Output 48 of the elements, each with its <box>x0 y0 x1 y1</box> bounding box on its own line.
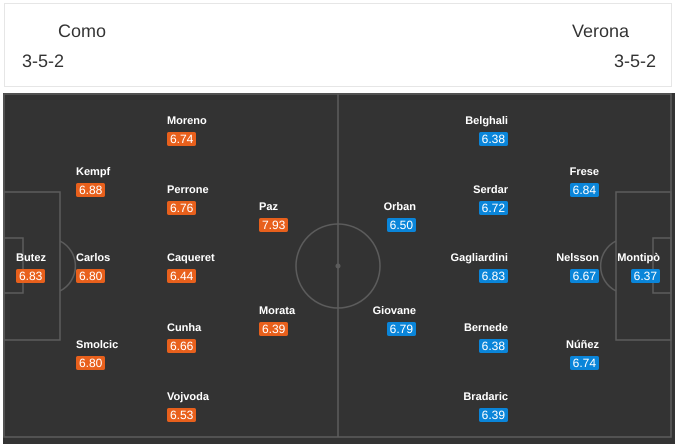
player-name: Frese <box>570 166 599 179</box>
player-rating: 6.66 <box>167 339 196 353</box>
player-rating: 6.67 <box>570 269 599 283</box>
player-rating: 6.74 <box>167 132 196 146</box>
player-rating: 6.50 <box>386 218 416 232</box>
player-name: Carlos <box>76 252 110 265</box>
player-rating: 7.93 <box>259 218 288 232</box>
player-rating: 6.83 <box>478 269 508 283</box>
player-rating: 6.72 <box>478 201 508 215</box>
player-rating: 6.80 <box>76 356 106 370</box>
player-rating: 6.76 <box>167 201 196 215</box>
player-rating: 6.88 <box>76 183 106 197</box>
player-name: Smolcic <box>76 339 118 352</box>
player-rating: 6.38 <box>478 339 508 353</box>
player-rating: 6.79 <box>386 322 416 336</box>
player-name: Morata <box>259 305 296 318</box>
player-rating: 6.37 <box>630 269 660 283</box>
player-name: Nelsson <box>556 252 599 265</box>
team-name: Como <box>58 21 106 41</box>
formation: 3-5-2 <box>22 51 64 71</box>
player-rating: 6.44 <box>167 269 196 283</box>
player-name: Kempf <box>76 166 110 179</box>
player-name: Belghali <box>465 115 508 128</box>
player-name: Butez <box>16 252 46 265</box>
player-rating: 6.74 <box>570 356 599 370</box>
player-name: Paz <box>259 201 278 214</box>
formation: 3-5-2 <box>614 51 656 71</box>
player-name: Giovane <box>372 305 416 318</box>
player-name: Bradaric <box>463 391 508 404</box>
player-name: Orban <box>384 201 416 214</box>
player-name: Serdar <box>473 184 508 197</box>
player-name: Núñez <box>566 339 599 352</box>
player-name: Cunha <box>167 322 202 335</box>
player-name: Moreno <box>167 115 207 128</box>
player-name: Caqueret <box>167 252 215 265</box>
player-name: Vojvoda <box>167 391 209 404</box>
player-name: Gagliardini <box>450 252 508 265</box>
player-rating: 6.38 <box>478 132 508 146</box>
player-rating: 6.39 <box>478 408 508 422</box>
player-rating: 6.80 <box>76 269 106 283</box>
player-rating: 6.84 <box>570 183 599 197</box>
player-name: Perrone <box>167 184 209 197</box>
team-name: Verona <box>572 21 629 41</box>
player-name: Montipò <box>617 252 660 265</box>
player-rating: 6.39 <box>259 322 288 336</box>
player-rating: 6.53 <box>167 408 196 422</box>
player-rating: 6.83 <box>16 269 46 283</box>
player-name: Bernede <box>464 322 508 335</box>
